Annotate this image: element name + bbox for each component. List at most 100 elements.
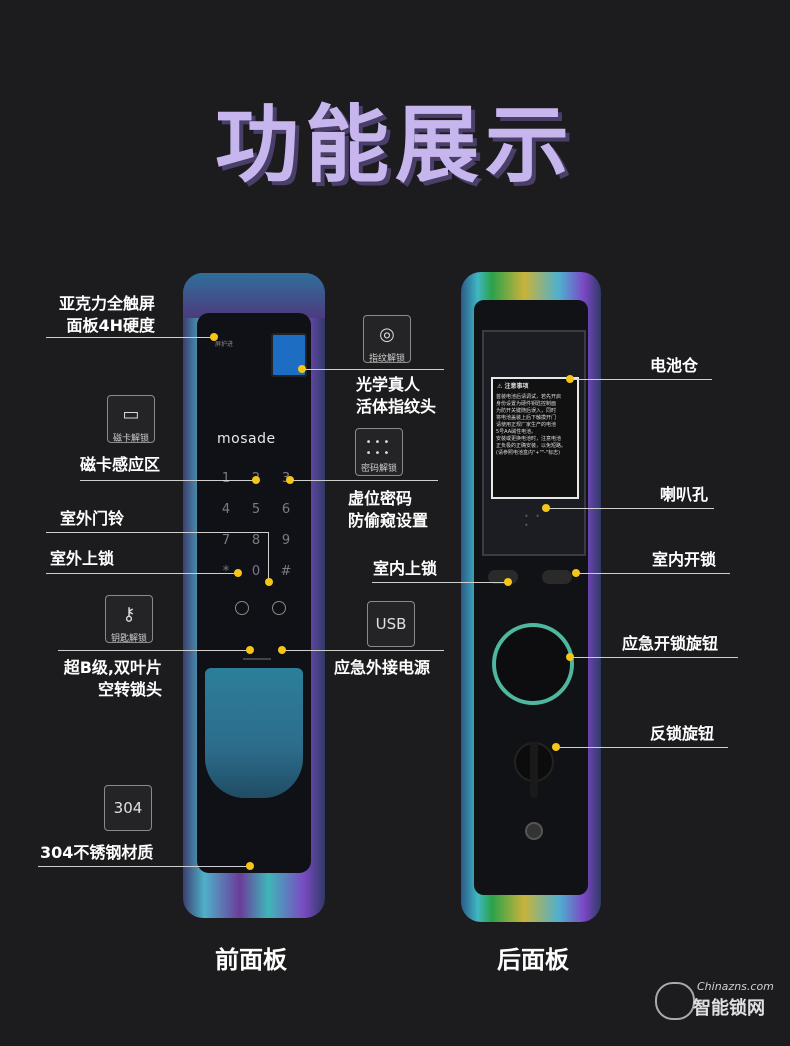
key-5[interactable]: 5 [251, 502, 261, 517]
marker-dot [504, 578, 512, 586]
leader-line [576, 573, 730, 574]
label-acrylic: 亚克力全触屏 [58, 294, 155, 313]
key-icon-caption: 钥匙解锁 [110, 634, 147, 644]
battery-cover[interactable]: ⚠ 注意事项 首装电池后请调试，若先开启 身份设置为硬件钥匙控制面 为防开关键随… [482, 330, 586, 556]
key-unlock-icon: ⚷ 钥匙解锁 [105, 595, 153, 644]
label-fingerprint-2: 活体指纹头 [356, 397, 437, 416]
fingerprint-icon-caption: 指纹解锁 [368, 354, 405, 364]
door-viewer-lens [525, 822, 543, 840]
marker-dot [298, 365, 306, 373]
label-speaker: 喇叭孔 [660, 485, 709, 504]
key-7[interactable]: 7 [221, 533, 231, 548]
notice-label: ⚠ 注意事项 首装电池后请调试，若先开启 身份设置为硬件钥匙控制面 为防开关键随… [491, 377, 579, 499]
notice-line: 正负极的正确安装，以免短路。 [496, 443, 567, 449]
leader-line [290, 480, 438, 481]
leader-line [46, 337, 214, 338]
key-icon: ⚷ [122, 604, 136, 625]
marker-dot [286, 476, 294, 484]
label-power: 应急外接电源 [334, 658, 431, 677]
leader-line [46, 573, 238, 574]
notice-line: 安装或更换电池时，注意电池 [496, 436, 562, 442]
back-panel-body: ⚠ 注意事项 首装电池后请调试，若先开启 身份设置为硬件钥匙控制面 为防开关键随… [474, 300, 588, 895]
card-icon: ▭ [122, 404, 140, 425]
marker-dot [252, 476, 260, 484]
notice-line: 5号AA碱性电池。 [496, 429, 537, 435]
label-doorbell: 室外门铃 [60, 509, 125, 528]
usb-icon-box: USB [367, 601, 415, 647]
marker-dot [572, 569, 580, 577]
leader-line [556, 747, 728, 748]
notice-line: 身份设置为硬件钥匙控制面 [496, 401, 557, 407]
label-emergency-knob: 应急开锁旋钮 [622, 634, 719, 653]
front-panel-lock: 屏护进 mosade 123 456 789 *0# [183, 273, 325, 918]
password-unlock-icon: •••••• 密码解锁 [355, 428, 403, 476]
card-unlock-icon: ▭ 磁卡解锁 [107, 395, 155, 444]
fp-small-text: 屏护进 [215, 341, 234, 348]
marker-dot [210, 333, 218, 341]
leader-line [570, 379, 712, 380]
label-fingerprint: 光学真人 [356, 375, 421, 394]
marker-dot [566, 653, 574, 661]
key-hash[interactable]: # [280, 564, 292, 579]
deadbolt-knob[interactable] [514, 742, 554, 798]
notice-line: 将电池盖装上后下触摸开门 [496, 415, 557, 421]
leader-line [570, 657, 738, 658]
key-0[interactable]: 0 [251, 564, 261, 579]
front-handle[interactable] [205, 668, 303, 798]
emergency-unlock-knob[interactable] [492, 623, 574, 705]
key-9[interactable]: 9 [281, 533, 291, 548]
marker-dot [265, 578, 273, 586]
leader-line [282, 650, 444, 651]
label-acrylic-2: 面板4H硬度 [66, 316, 155, 335]
leader-line [38, 866, 250, 867]
label-password-2: 防偷窥设置 [348, 511, 429, 530]
keyhole-slot [243, 658, 271, 660]
marker-dot [566, 375, 574, 383]
notice-line: 为防开关键随后误入，同时 [496, 408, 557, 414]
label-material: 304不锈钢材质 [40, 843, 154, 862]
label-battery: 电池仓 [650, 356, 699, 375]
marker-dot [278, 646, 286, 654]
label-cylinder: 超B级,双叶片 [63, 658, 162, 677]
notice-line: 请使用正规厂家生产的电池 [496, 422, 557, 428]
label-cylinder-2: 空转锁头 [97, 680, 162, 699]
page-title: 功能展示 [214, 96, 575, 194]
key-8[interactable]: 8 [251, 533, 261, 548]
label-unlock-inside: 室内开锁 [652, 550, 717, 569]
back-panel-lock: ⚠ 注意事项 首装电池后请调试，若先开启 身份设置为硬件钥匙控制面 为防开关键随… [461, 272, 601, 922]
marker-dot [246, 862, 254, 870]
key-6[interactable]: 6 [281, 502, 291, 517]
watermark-cn: 智能锁网 [693, 998, 765, 1019]
key-star[interactable]: * [222, 564, 230, 579]
marker-dot [552, 743, 560, 751]
notice-title: ⚠ 注意事项 [497, 383, 529, 390]
deadbolt-knob-bar [530, 742, 538, 798]
inside-unlock-button[interactable] [542, 570, 572, 584]
marker-dot [246, 646, 254, 654]
label-card-area: 磁卡感应区 [80, 455, 161, 474]
marker-dot [542, 504, 550, 512]
leader-line [46, 532, 268, 533]
key-1[interactable]: 1 [221, 471, 231, 486]
watermark-en: Chinazns.com [697, 980, 774, 993]
doorbell-icon[interactable] [272, 601, 286, 615]
marker-dot [234, 569, 242, 577]
leader-line-vertical [268, 532, 269, 582]
notice-body: 首装电池后请调试，若先开启 身份设置为硬件钥匙控制面 为防开关键随后误入，同时 … [493, 394, 577, 457]
front-panel-caption: 前面板 [215, 946, 287, 974]
leader-line [80, 480, 256, 481]
leader-line [58, 650, 248, 651]
leader-line [302, 369, 444, 370]
label-lock-outside: 室外上锁 [50, 549, 115, 568]
fingerprint-icon: ◎ [379, 324, 395, 345]
notice-line: 首装电池后请调试，若先开启 [496, 394, 562, 400]
lock-icon[interactable] [235, 601, 249, 615]
password-icon-caption: 密码解锁 [360, 464, 397, 474]
label-password: 虚位密码 [348, 489, 413, 508]
key-4[interactable]: 4 [221, 502, 231, 517]
material-304-box: 304 [104, 785, 152, 831]
label-deadbolt-knob: 反锁旋钮 [650, 724, 715, 743]
leader-line [372, 582, 508, 583]
cloud-logo-icon [655, 982, 695, 1020]
fingerprint-unlock-icon: ◎ 指纹解锁 [363, 315, 411, 364]
